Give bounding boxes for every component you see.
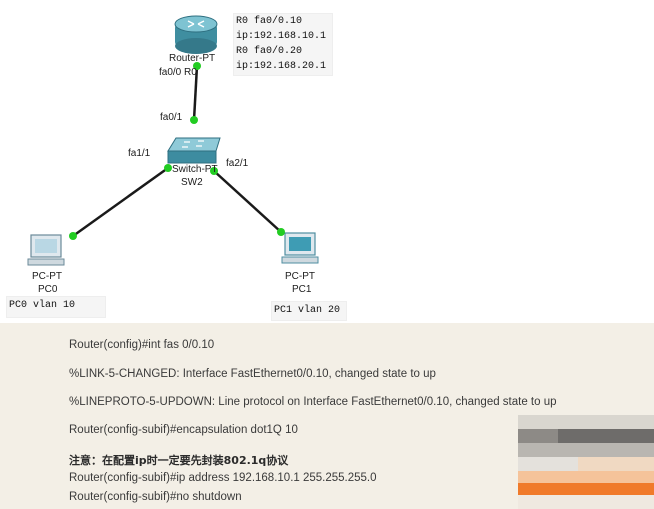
pc1-icon[interactable] bbox=[281, 232, 319, 264]
cli-line: Router(config-subif)#no shutdown bbox=[69, 491, 242, 503]
pc1-vlan-note: PC1 vlan 20 bbox=[271, 301, 347, 321]
switch-port-left-label: fa1/1 bbox=[128, 148, 151, 159]
switch-icon[interactable] bbox=[167, 137, 221, 164]
network-topology-canvas: Router-PT fa0/0 R0 R0 fa0/0.10 ip:192.16… bbox=[6, 13, 347, 321]
pc0-vlan-note: PC0 vlan 10 bbox=[6, 296, 106, 318]
port-dot-pc1 bbox=[277, 228, 285, 236]
router-note-line: R0 fa0/0.20 bbox=[236, 46, 303, 57]
topology-drawing bbox=[27, 15, 319, 266]
port-dot-switch-fa2-1 bbox=[210, 167, 218, 175]
pc0-name-label: PC0 bbox=[38, 284, 58, 295]
router-icon[interactable] bbox=[174, 15, 218, 54]
pc1-type-label: PC-PT bbox=[285, 271, 315, 282]
switch-type-label: Switch-PT bbox=[172, 164, 218, 175]
cli-line: %LINEPROTO-5-UPDOWN: Line protocol on In… bbox=[69, 396, 557, 408]
pc1-vlan-note-text: PC1 vlan 20 bbox=[274, 305, 341, 316]
port-dot-router-fa0-0 bbox=[193, 62, 201, 70]
router-ip-note: R0 fa0/0.10 ip:192.168.10.1 R0 fa0/0.20 … bbox=[233, 13, 333, 76]
switch-name-label: SW2 bbox=[181, 177, 203, 188]
cli-line: Router(config-subif)#encapsulation dot1Q… bbox=[69, 424, 298, 436]
port-dot-switch-fa0-1 bbox=[190, 116, 198, 124]
link-switch-pc1 bbox=[213, 170, 282, 233]
cli-warning-note: 注意：在配置ip时一定要先封装802.1q协议 bbox=[69, 454, 289, 467]
switch-port-right-label: fa2/1 bbox=[226, 158, 249, 169]
pc0-type-label: PC-PT bbox=[32, 271, 62, 282]
cli-console-panel: Router(config)#int fas 0/0.10 %LINK-5-CH… bbox=[0, 323, 654, 509]
port-dot-switch-fa1-1 bbox=[164, 164, 172, 172]
cli-line: Router(config)#int fas 0/0.10 bbox=[69, 339, 215, 351]
cli-line: %LINK-5-CHANGED: Interface FastEthernet0… bbox=[69, 368, 436, 380]
router-note-line: ip:192.168.10.1 bbox=[236, 31, 327, 42]
router-note-line: R0 fa0/0.10 bbox=[236, 16, 303, 27]
port-dot-pc0 bbox=[69, 232, 77, 240]
router-type-label: Router-PT bbox=[169, 53, 216, 64]
pc0-icon[interactable] bbox=[27, 234, 65, 266]
link-switch-pc0 bbox=[72, 166, 169, 238]
link-router-switch bbox=[192, 65, 199, 121]
pc1-name-label: PC1 bbox=[292, 284, 312, 295]
cli-line: Router(config-subif)#ip address 192.168.… bbox=[69, 472, 377, 484]
router-port-label: fa0/0 R0 bbox=[159, 67, 197, 78]
router-note-line: ip:192.168.20.1 bbox=[236, 61, 327, 72]
pc0-vlan-note-text: PC0 vlan 10 bbox=[9, 300, 76, 311]
switch-port-up-label: fa0/1 bbox=[160, 112, 183, 123]
